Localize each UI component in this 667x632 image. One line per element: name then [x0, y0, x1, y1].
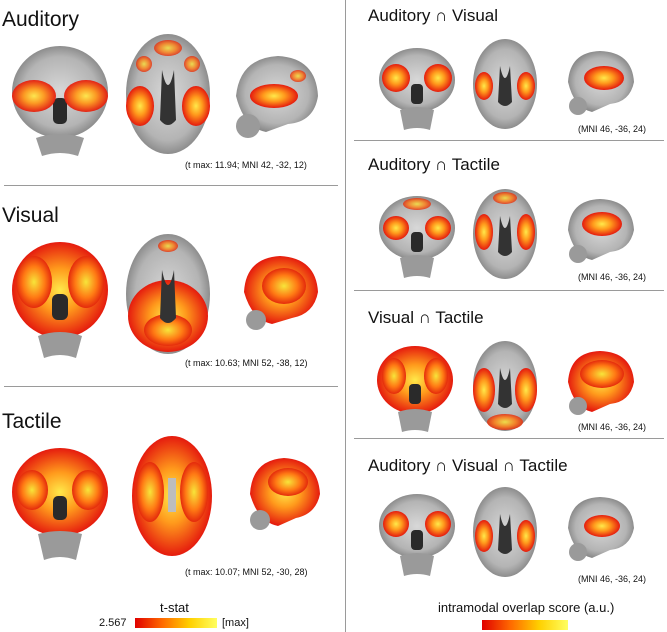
- tactile-coronal-slice: [12, 448, 108, 560]
- center-divider: [345, 0, 346, 632]
- av-coronal-slice: [379, 48, 455, 130]
- panel-title-visual-tactile: Visual ∩ Tactile: [368, 308, 484, 327]
- vt-caption: (MNI 46, -36, 24): [578, 422, 647, 432]
- vt-axial-slice: [473, 341, 537, 431]
- avt-coronal-slice: [379, 494, 455, 576]
- panel-title-all-modalities: Auditory ∩ Visual ∩ Tactile: [368, 456, 568, 475]
- auditory-caption: (t max: 11.94; MNI 42, -32, 12): [185, 160, 307, 170]
- at-coronal-slice: [379, 196, 455, 278]
- auditory-coronal-slice: [12, 46, 108, 156]
- av-caption: (MNI 46, -36, 24): [578, 124, 647, 134]
- visual-sagittal-slice: [244, 256, 318, 330]
- overlap-colorbar-title: intramodal overlap score (a.u.): [438, 600, 615, 615]
- visual-caption: (t max: 10.63; MNI 52, -38, 12): [185, 358, 308, 368]
- vt-sagittal-slice: [568, 351, 634, 415]
- at-sagittal-slice: [568, 199, 634, 263]
- panel-title-auditory: Auditory: [2, 8, 80, 31]
- avt-sagittal-slice: [568, 497, 634, 561]
- separator: [4, 185, 338, 186]
- tactile-axial-slice: [132, 436, 212, 556]
- tstat-colorbar-max: [max]: [222, 617, 249, 629]
- overlap-colorbar: [482, 620, 568, 630]
- separator: [354, 140, 664, 141]
- visual-axial-slice: [126, 234, 210, 354]
- panel-title-visual: Visual: [2, 204, 59, 227]
- visual-coronal-slice: [12, 242, 108, 358]
- tstat-colorbar-min: 2.567: [99, 617, 127, 629]
- at-caption: (MNI 46, -36, 24): [578, 272, 647, 282]
- tstat-colorbar-title: t-stat: [160, 600, 189, 615]
- avt-axial-slice: [473, 487, 537, 577]
- av-sagittal-slice: [568, 51, 634, 115]
- tstat-colorbar: [135, 618, 217, 628]
- separator: [354, 438, 664, 439]
- auditory-axial-slice: [126, 34, 210, 154]
- auditory-sagittal-slice: [236, 56, 318, 138]
- vt-coronal-slice: [377, 346, 453, 432]
- panel-title-auditory-tactile: Auditory ∩ Tactile: [368, 155, 500, 174]
- av-axial-slice: [473, 39, 537, 129]
- panel-title-tactile: Tactile: [2, 410, 62, 433]
- separator: [4, 386, 338, 387]
- tactile-sagittal-slice: [250, 458, 320, 530]
- at-axial-slice: [473, 189, 537, 279]
- separator: [354, 290, 664, 291]
- tactile-caption: (t max: 10.07; MNI 52, -30, 28): [185, 567, 308, 577]
- avt-caption: (MNI 46, -36, 24): [578, 574, 647, 584]
- panel-title-auditory-visual: Auditory ∩ Visual: [368, 6, 499, 25]
